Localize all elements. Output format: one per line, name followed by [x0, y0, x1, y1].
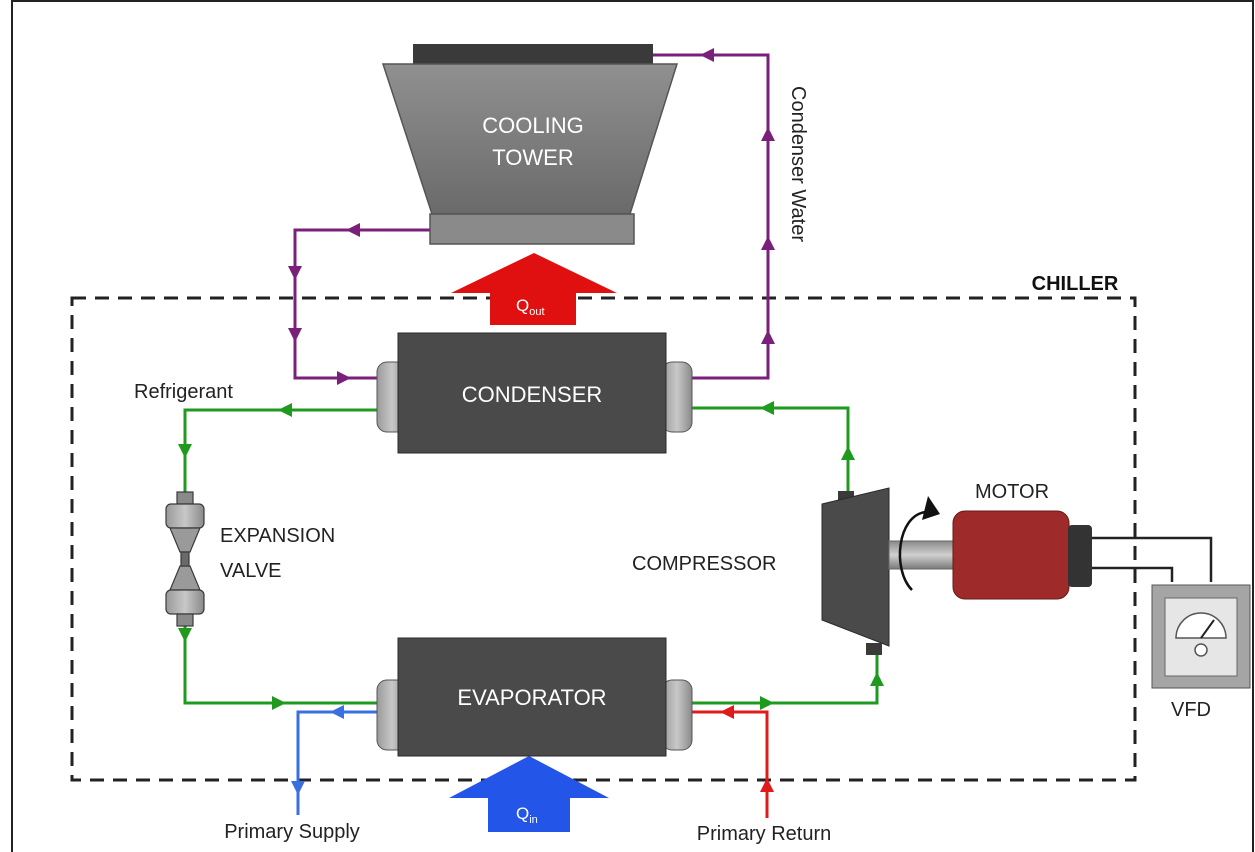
compressor	[821, 487, 890, 655]
refrigerant-label: Refrigerant	[134, 381, 233, 403]
chiller-label: CHILLER	[1032, 273, 1119, 295]
compressor-body	[821, 487, 890, 647]
evaporator-body	[397, 637, 667, 757]
primary-return-arrows	[720, 705, 774, 792]
q-in-subscript: in	[529, 814, 538, 826]
chiller-boundary	[70, 296, 1137, 782]
vfd-knob-icon	[1194, 643, 1208, 657]
primary-return-line	[688, 710, 769, 818]
condenser-body	[397, 332, 667, 454]
cooling-tower-label-line2: TOWER	[492, 145, 573, 170]
vfd-label: VFD	[1171, 699, 1211, 721]
compressor-label: COMPRESSOR	[632, 553, 776, 575]
motor	[952, 510, 1092, 600]
compressor-bottom-port	[866, 643, 882, 655]
q-in-symbol: Q	[516, 804, 529, 823]
q-in-arrow: Qin	[449, 756, 609, 832]
refrigerant-loop	[183, 406, 879, 705]
rotation-arrowhead-icon	[922, 496, 940, 520]
q-in-label: Qin	[516, 804, 538, 826]
primary-return-label: Primary Return	[697, 823, 831, 845]
expansion-valve	[165, 491, 205, 627]
q-out-subscript: out	[529, 306, 544, 318]
cooling-tower-top	[413, 44, 653, 64]
primary-supply-line	[296, 710, 378, 815]
condenser-label: CONDENSER	[462, 382, 603, 407]
motor-end-cap	[1068, 525, 1092, 587]
rotation-arrow-icon	[898, 510, 927, 591]
primary-supply-label: Primary Supply	[224, 821, 360, 843]
condenser-water-flow-arrows	[288, 48, 775, 385]
vfd-gauge-needle-icon	[1200, 619, 1215, 639]
primary-supply-arrows	[291, 705, 344, 795]
q-out-label: Qout	[516, 296, 545, 318]
motor-label: MOTOR	[975, 481, 1049, 503]
expansion-valve-label-line2: VALVE	[220, 560, 282, 582]
cooling-tower: COOLING TOWER	[381, 44, 679, 245]
condenser: CONDENSER	[376, 332, 693, 454]
cooling-tower-base	[429, 213, 635, 245]
vfd	[1151, 584, 1251, 689]
q-out-symbol: Q	[516, 296, 529, 315]
vfd-gauge-icon	[1175, 612, 1227, 639]
condenser-water-label: Condenser Water	[787, 86, 809, 242]
refrigerant-flow-arrows	[178, 401, 884, 710]
q-out-arrow: Qout	[451, 253, 617, 325]
cooling-tower-label-line1: COOLING	[482, 113, 583, 138]
cooling-tower-body	[381, 63, 679, 215]
motor-body	[952, 510, 1070, 600]
evaporator-label: EVAPORATOR	[457, 685, 606, 710]
vfd-wires	[1092, 536, 1213, 582]
evaporator: EVAPORATOR	[376, 637, 693, 757]
expansion-valve-label-line1: EXPANSION	[220, 525, 335, 547]
